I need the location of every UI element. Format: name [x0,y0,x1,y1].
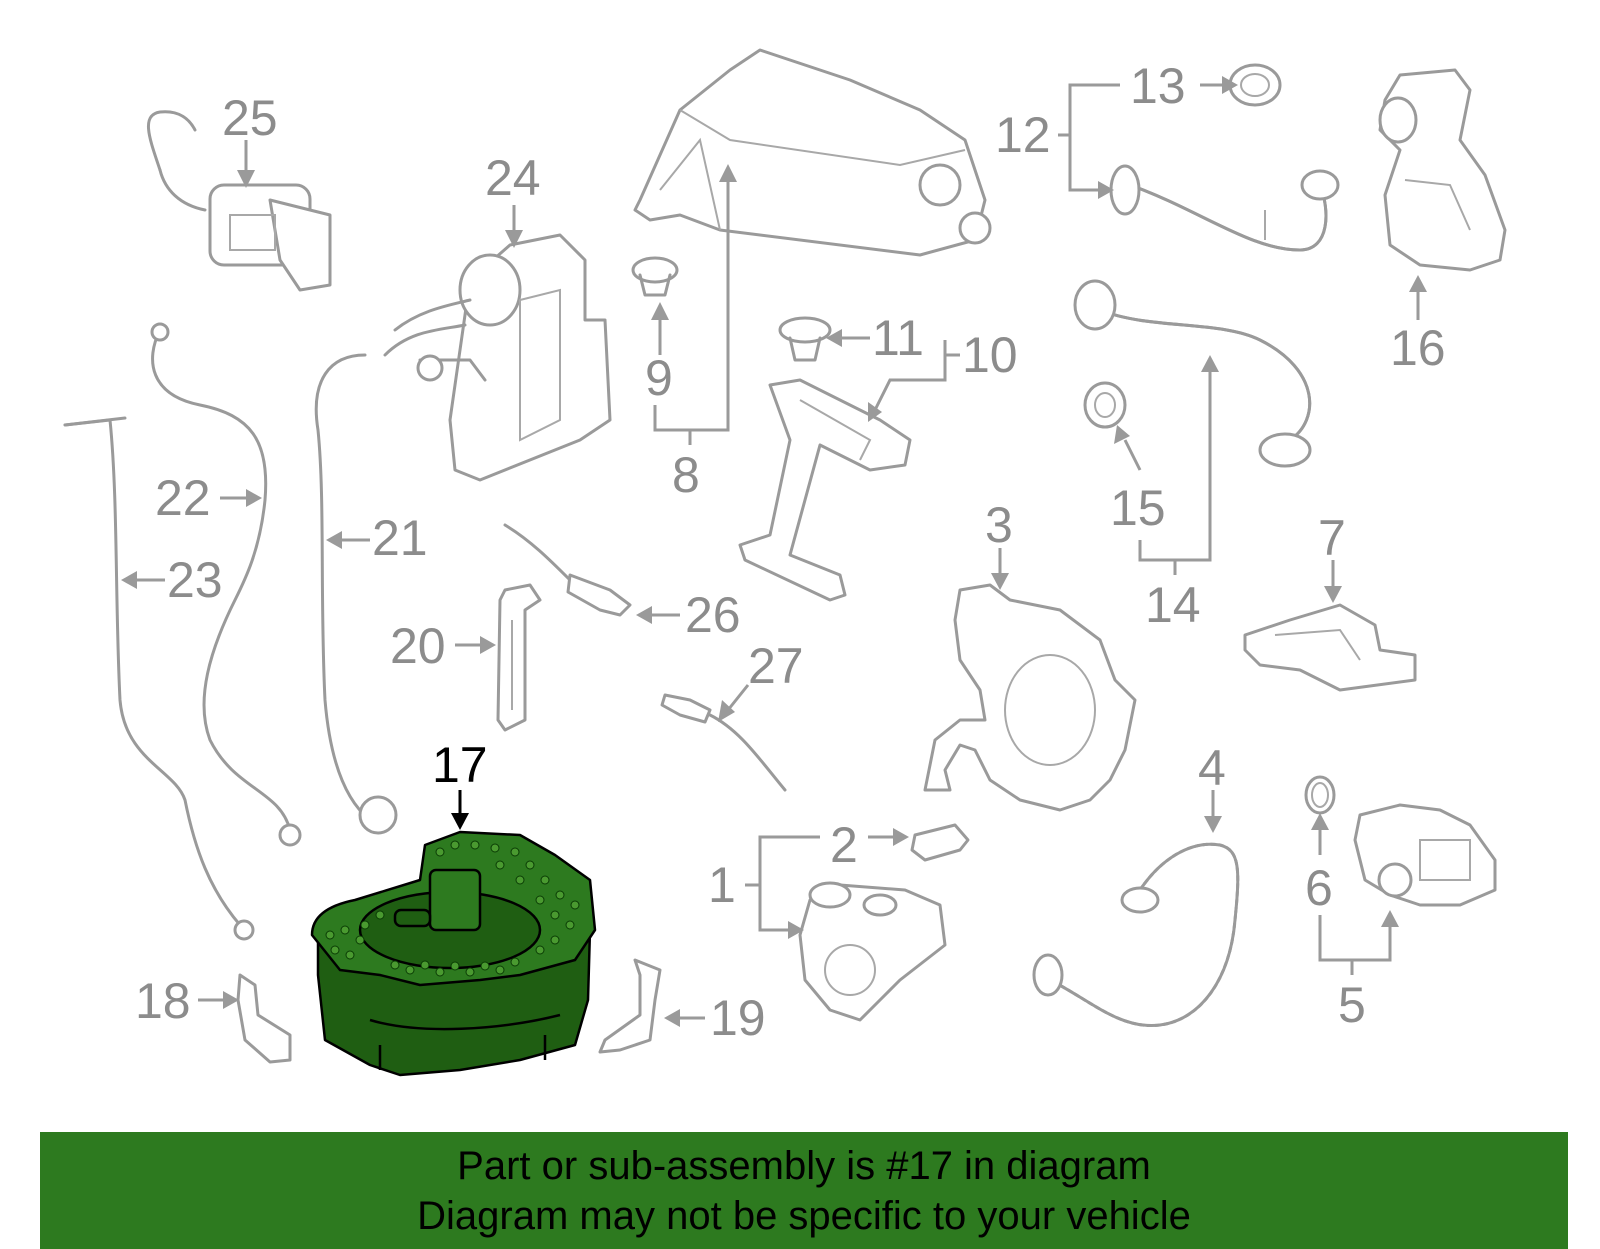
part-9-grommet [631,256,679,297]
callout-27-arrow [718,684,750,722]
part-24-valve-bracket [383,233,612,482]
callout-3: 3 [985,497,1013,553]
info-banner: Part or sub-assembly is #17 in diagram D… [40,1132,1568,1249]
callout-10-bracket [868,340,960,422]
callout-26-arrow [636,606,680,624]
part-25-valve [146,110,332,292]
callout-14-bracket [1138,355,1219,575]
callout-2-arrow [868,828,909,846]
callout-18: 18 [135,973,191,1029]
callout-1: 1 [708,857,736,913]
part-11-grommet [778,316,832,362]
callout-3-arrow [991,548,1009,590]
part-3-gasket [923,583,1137,812]
part-7-heat-shield [1243,603,1417,692]
part-17-canister-highlighted [310,830,597,1077]
part-12-hose [1109,164,1340,252]
callout-27: 27 [748,638,804,694]
part-19-bracket [598,958,662,1054]
callout-23-arrow [121,571,165,589]
callout-15: 15 [1110,480,1166,536]
part-5-valve [1353,803,1497,907]
callout-20: 20 [390,618,446,674]
callout-25: 25 [222,90,278,146]
part-16-duct [1378,68,1507,272]
part-18-bracket [236,973,292,1064]
callout-11: 11 [872,310,924,366]
callout-4: 4 [1198,740,1226,796]
part-8-housing [633,48,992,257]
part-6-o-ring [1304,775,1336,815]
part-2-connector [910,823,970,862]
callout-26: 26 [685,587,741,643]
callout-21: 21 [372,510,428,566]
part-10-bracket [738,378,912,602]
callout-20-arrow [455,636,496,654]
callout-6-arrow [1311,813,1329,855]
callout-12: 12 [995,107,1051,163]
callout-9-arrow [651,302,669,355]
callout-9: 9 [645,350,673,406]
callout-17: 17 [432,737,488,793]
callout-24: 24 [485,150,541,206]
callout-12-bracket [1058,83,1120,199]
callout-25-arrow [237,140,255,188]
callout-19-arrow [664,1009,705,1027]
callout-22: 22 [155,470,211,526]
callout-13: 13 [1130,58,1186,114]
callout-6: 6 [1305,860,1333,916]
part-1-pump [798,881,947,1022]
callout-10: 10 [962,327,1018,383]
callout-21-arrow [326,531,370,549]
callout-1-bracket [745,835,820,939]
callout-16: 16 [1390,320,1446,376]
part-22-line [150,322,302,847]
callout-18-arrow [198,991,239,1009]
callout-24-arrow [505,205,523,248]
callout-14: 14 [1145,577,1201,633]
callout-7: 7 [1318,510,1346,566]
part-21-hose [314,353,398,835]
callout-5: 5 [1338,977,1366,1033]
banner-line-1: Part or sub-assembly is #17 in diagram [457,1143,1151,1188]
callout-22-arrow [220,489,262,507]
callout-11-arrow [826,329,870,347]
part-4-hose [1032,842,1240,1028]
callout-8-bracket [653,164,737,445]
callout-16-arrow [1409,275,1427,320]
callout-15-arrow [1114,425,1142,471]
callout-7-arrow [1324,560,1342,603]
part-26-sensor [503,523,632,617]
callout-4-arrow [1204,790,1222,833]
banner-line-2: Diagram may not be specific to your vehi… [417,1193,1191,1238]
callout-13-arrow [1200,76,1238,94]
part-20-bracket [496,583,542,732]
part-23-line [63,416,255,941]
callout-23: 23 [167,552,223,608]
part-14-hose [1073,279,1312,468]
callout-17-arrow [451,790,469,830]
callout-2: 2 [830,817,858,873]
part-15-clamp [1083,381,1127,429]
callout-5-bracket [1318,910,1399,975]
callout-8: 8 [672,447,700,503]
callout-19: 19 [710,990,766,1046]
